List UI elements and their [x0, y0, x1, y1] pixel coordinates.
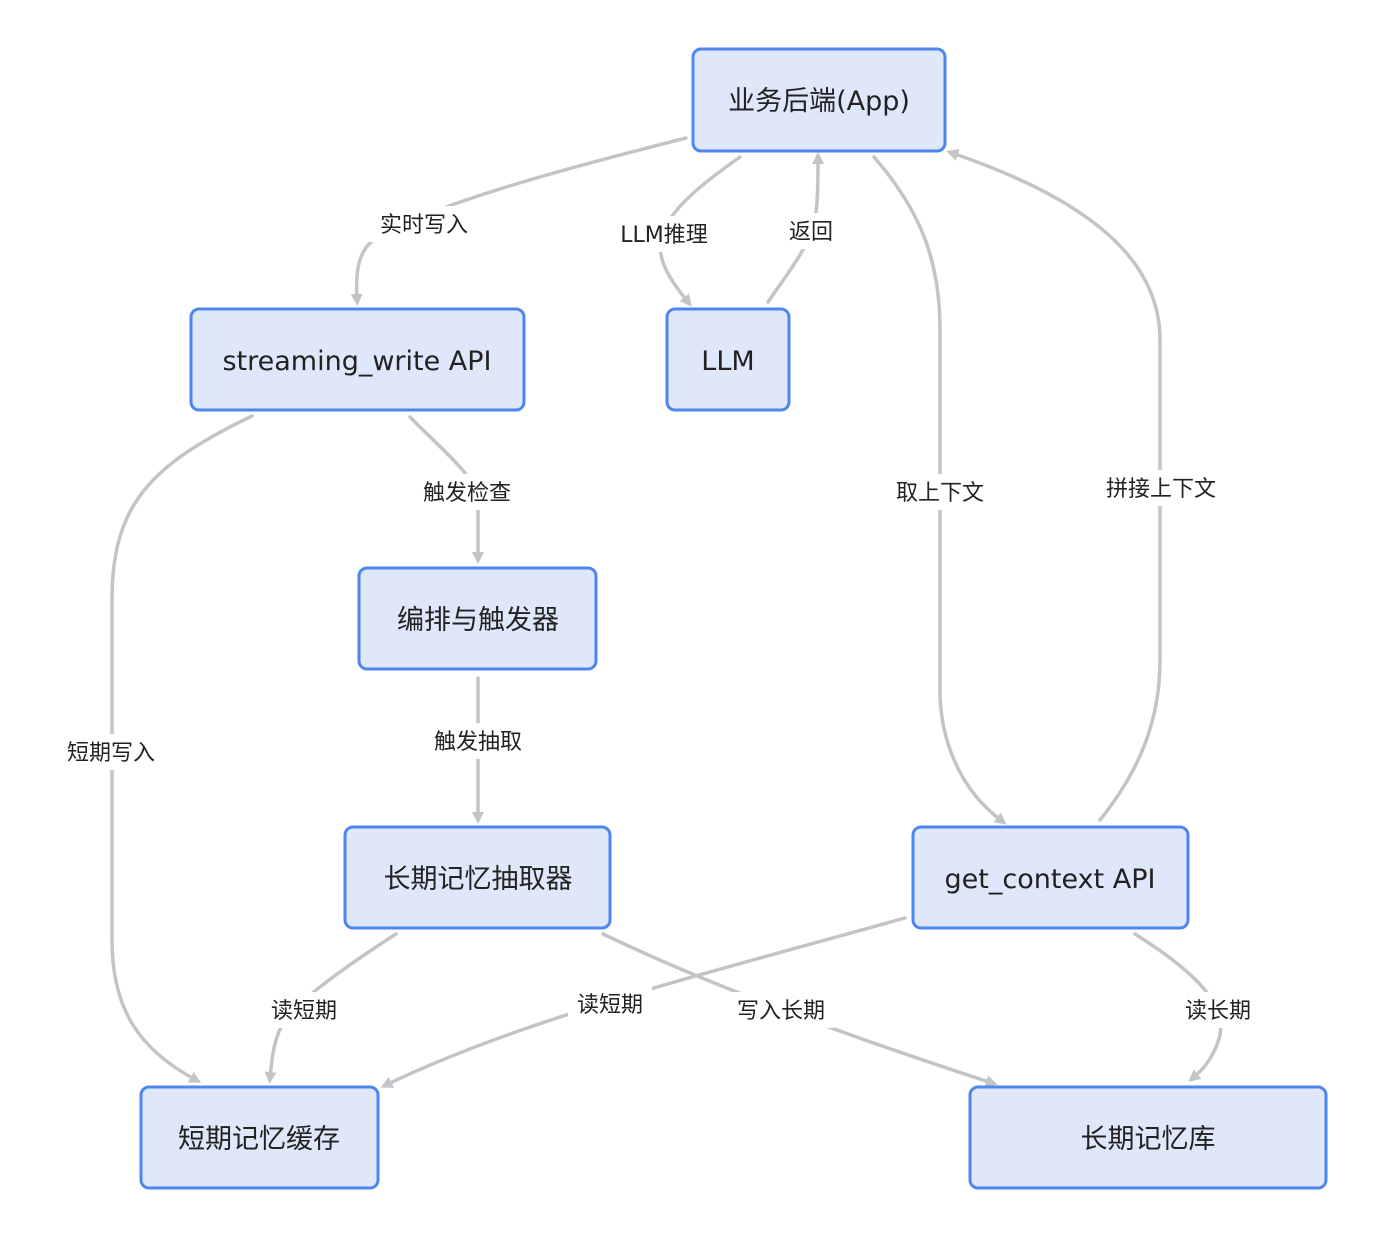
svg-text:读短期: 读短期 [577, 993, 643, 1018]
node-get-context-api[interactable]: get_context API [911, 825, 1190, 930]
svg-text:streaming_write API: streaming_write API [222, 346, 491, 377]
svg-text:触发检查: 触发检查 [423, 481, 511, 506]
svg-text:取上下文: 取上下文 [896, 481, 984, 506]
edge-assemble-context [946, 149, 1162, 822]
edge-label-llm-infer: LLM推理 [608, 216, 720, 252]
svg-text:长期记忆抽取器: 长期记忆抽取器 [384, 864, 573, 895]
svg-text:LLM推理: LLM推理 [620, 223, 708, 248]
svg-text:LLM: LLM [701, 346, 754, 377]
edge-label-assemble-context: 拼接上下文 [1096, 470, 1226, 506]
edge-label-return: 返回 [780, 213, 842, 249]
svg-text:触发抽取: 触发抽取 [434, 730, 522, 755]
edge-label-write-long: 写入长期 [728, 992, 834, 1028]
svg-text:返回: 返回 [789, 220, 833, 245]
edge-label-trigger-check: 触发检查 [414, 474, 520, 510]
edge-label-fetch-context: 取上下文 [888, 474, 992, 510]
node-long-term-extractor[interactable]: 长期记忆抽取器 [343, 825, 612, 930]
svg-text:长期记忆库: 长期记忆库 [1081, 1124, 1216, 1155]
edge-label-realtime-write: 实时写入 [368, 206, 480, 242]
edge-label-trigger-extract: 触发抽取 [425, 723, 531, 759]
edge-short-write [110, 414, 254, 1083]
node-long-term-store[interactable]: 长期记忆库 [968, 1085, 1328, 1190]
svg-text:短期写入: 短期写入 [67, 741, 155, 766]
svg-text:拼接上下文: 拼接上下文 [1106, 477, 1216, 502]
edge-label-extractor-read-short: 读短期 [262, 992, 346, 1028]
svg-text:get_context API: get_context API [945, 864, 1156, 895]
svg-text:短期记忆缓存: 短期记忆缓存 [178, 1124, 340, 1155]
svg-text:实时写入: 实时写入 [380, 213, 468, 238]
svg-text:读长期: 读长期 [1185, 999, 1251, 1024]
edge-label-read-long: 读长期 [1176, 992, 1260, 1028]
node-app-backend[interactable]: 业务后端(App) [691, 47, 947, 153]
node-llm[interactable]: LLM [665, 307, 791, 412]
edge-fetch-context [872, 155, 1007, 825]
svg-text:读短期: 读短期 [271, 999, 337, 1024]
svg-text:写入长期: 写入长期 [737, 999, 825, 1024]
node-short-term-cache[interactable]: 短期记忆缓存 [139, 1085, 380, 1190]
svg-text:编排与触发器: 编排与触发器 [397, 605, 559, 636]
node-streaming-write-api[interactable]: streaming_write API [189, 307, 526, 412]
svg-text:业务后端(App): 业务后端(App) [728, 86, 910, 117]
node-orchestrator-trigger[interactable]: 编排与触发器 [357, 566, 598, 671]
edge-label-get-context-read-short: 读短期 [568, 986, 652, 1022]
edge-label-short-write: 短期写入 [58, 734, 164, 770]
